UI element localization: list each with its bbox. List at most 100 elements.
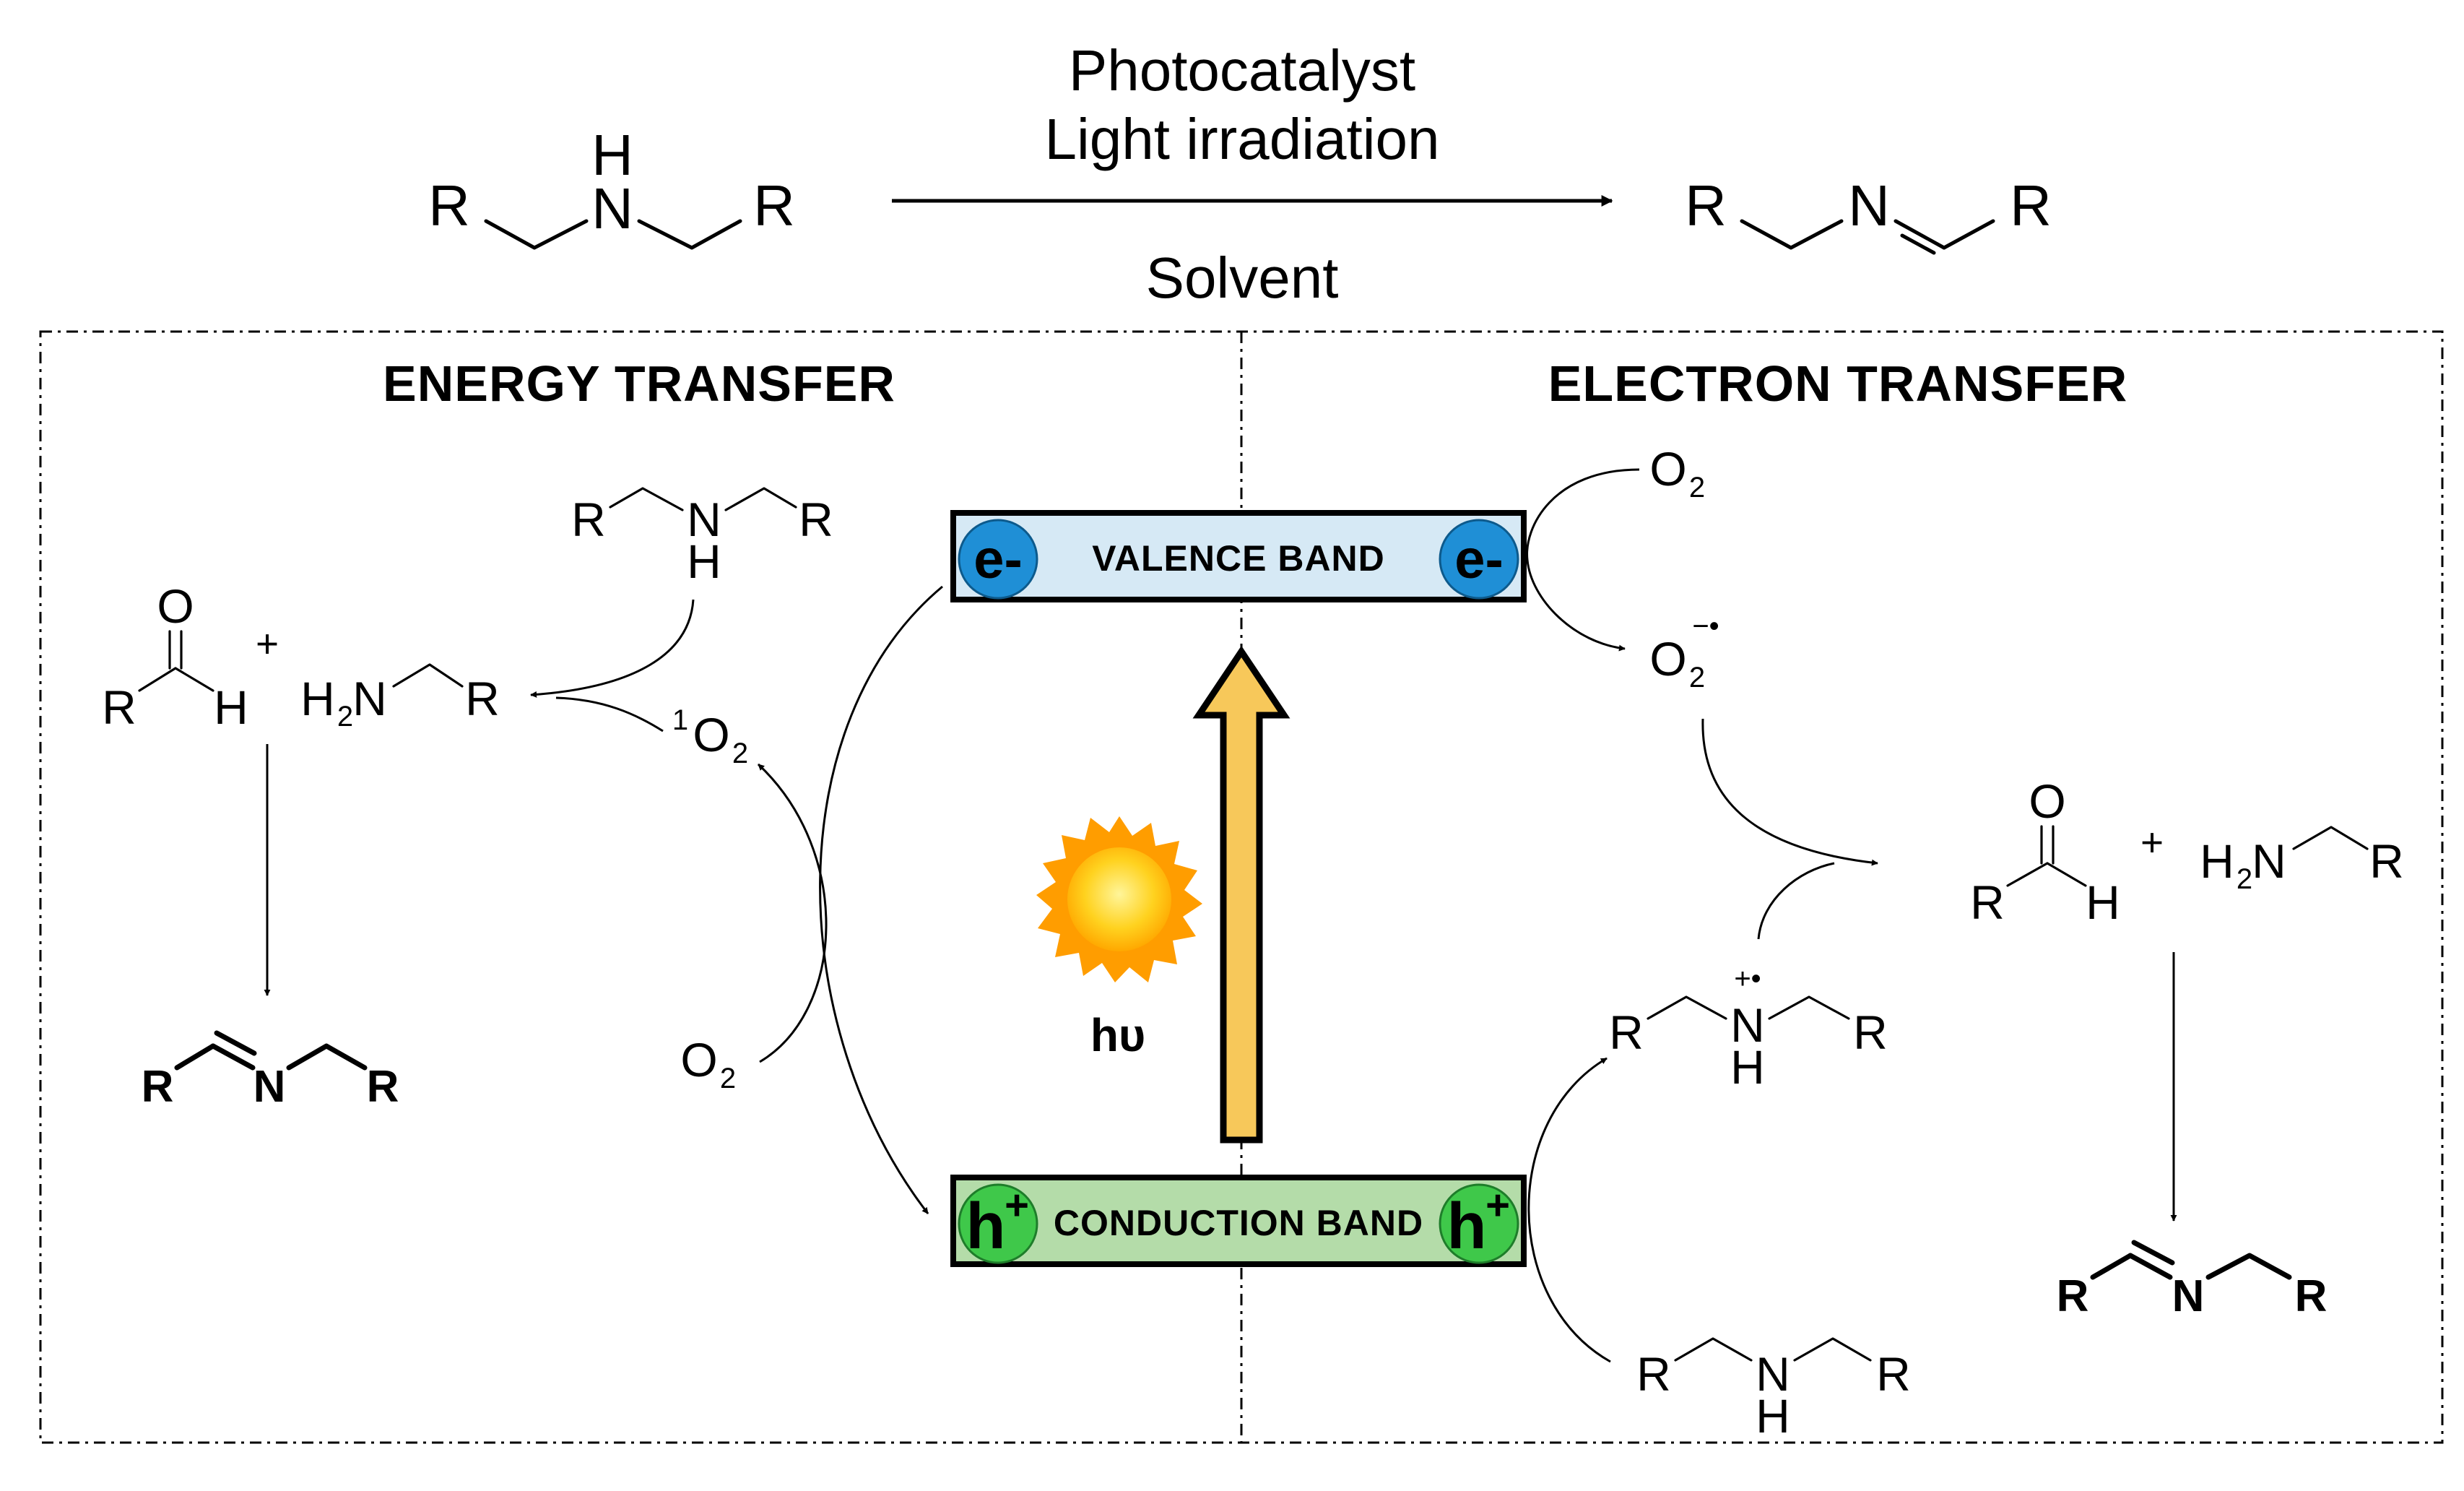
el-imine-r-left: R [2057,1271,2089,1321]
et-primary-sub: 2 [337,701,353,732]
et-oxygen: O 2 [680,1033,736,1094]
el-superoxide-o: O [1649,632,1686,686]
et-arrow-amine-to-products [530,599,695,698]
el-primary-h: H [2200,834,2234,888]
el-amine-r-left: R [1636,1347,1671,1401]
amine-bond-right [637,219,742,250]
et-imine-product: R N R [142,1030,399,1112]
valence-band-label: VALENCE BAND [1092,538,1385,579]
et-amine-bond-left [609,487,684,511]
et-amine-r-left: R [571,493,606,546]
conduction-band-box [950,1175,1527,1267]
et-arrow-1o2-merge [555,696,664,732]
hole-left: h + [958,1182,1038,1264]
el-imine-bond-a [2090,1253,2133,1280]
hole-plus: + [1005,1182,1029,1229]
et-o2-o: O [680,1033,717,1086]
el-oxygen: O 2 [1649,442,1705,504]
el-secondary-amine: R N H R [1636,1337,1911,1443]
amine-r-right: R [753,173,795,238]
et-amine-h: H [687,535,721,588]
conduction-band: CONDUCTION BAND h + h + [950,1175,1527,1267]
el-amine-h: H [1756,1389,1790,1443]
sun-core [1067,847,1171,951]
up-arrow-icon [1192,645,1290,1144]
el-radical-r-right: R [1853,1006,1888,1059]
et-imine-n: N [253,1062,286,1112]
el-primary-sub: 2 [2237,863,2252,895]
electron-circle [1439,519,1519,600]
el-plus: + [2140,820,2164,865]
el-radical-r-left: R [1609,1006,1644,1059]
amine-bond-left [484,219,589,250]
el-amine-n: N [1756,1347,1790,1401]
hole-plus: + [1485,1182,1510,1229]
el-amine-bond-right [1793,1337,1872,1362]
el-arrow-radical-merge [1757,862,1835,940]
amine-n: N [591,176,633,241]
valence-band-box [950,510,1527,602]
et-primary-amine: H 2 N R [300,663,500,732]
et-arrow-o2-to-1o2 [757,763,828,1063]
et-aldehyde-cr [138,667,177,692]
et-aldehyde-h: H [214,680,248,734]
imine-r-left: R [1685,173,1727,238]
imine-double-bond-a [1893,219,1946,250]
el-amine-r-right: R [1876,1347,1911,1401]
el-aldehyde-cr [2006,862,2049,887]
el-arrow-o2-reduction [1526,468,1640,652]
el-primary-amine: H 2 N R [2200,826,2404,895]
el-imine-double-b [2131,1240,2175,1266]
el-arrow-amine-oxidation [1527,1057,1611,1363]
condition-solvent: Solvent [1146,246,1339,310]
el-imine-bond-right [2205,1253,2292,1280]
light-label: hυ [1090,1009,1145,1061]
et-imine-bond-a [174,1043,216,1071]
imine-product: R N R [1685,173,2052,255]
electron-right: e- [1439,519,1519,600]
el-radical-cation: +• R N H R [1609,963,1888,1094]
el-primary-r: R [2369,834,2404,888]
overall-reaction: R H N R Photocatalyst Light irradiation … [428,38,2052,310]
et-primary-bonds [392,663,464,688]
condition-photocatalyst: Photocatalyst [1069,38,1415,103]
el-imine-double-a [2127,1253,2173,1280]
hole-right: h + [1439,1182,1519,1264]
sun-icon [1036,816,1202,982]
el-radical-bond-right [1768,995,1850,1020]
hole-h: h [966,1190,1006,1263]
et-arrow-vb-to-cb [819,585,943,1214]
imine-double-bond-b [1900,233,1936,255]
valence-band: VALENCE BAND e- e- [950,510,1527,602]
amine-h: H [591,123,633,187]
el-aldehyde-h: H [2086,876,2120,929]
el-aldehyde-ch [2046,862,2087,887]
et-aldehyde: O R H [102,579,248,734]
electron-label: e- [1454,529,1504,590]
heading-energy-transfer: ENERGY TRANSFER [383,355,895,412]
et-amine-bond-right [724,487,797,511]
et-amine-n: N [687,493,721,546]
el-radical-sup: +• [1734,963,1761,995]
et-aldehyde-o: O [157,579,194,633]
el-primary-n: N [2252,834,2286,888]
conduction-band-label: CONDUCTION BAND [1054,1203,1423,1243]
el-radical-h: H [1730,1040,1765,1094]
et-imine-r-right: R [367,1062,399,1112]
et-aldehyde-r: R [102,680,136,734]
condition-light: Light irradiation [1045,107,1440,171]
el-imine-r-right: R [2295,1271,2328,1321]
imine-n: N [1848,173,1890,238]
et-imine-double-b [214,1030,257,1056]
el-imine-n: N [2172,1271,2205,1321]
et-1o2-sup: 1 [672,704,688,736]
hole-h: h [1447,1190,1487,1263]
imine-bond-right [1942,219,1995,250]
et-1o2-o: O [693,708,729,761]
heading-electron-transfer: ELECTRON TRANSFER [1548,355,2128,412]
el-superoxide-sub: 2 [1689,662,1705,693]
et-aldehyde-ch [174,667,214,692]
imine-r-right: R [2010,173,2052,238]
